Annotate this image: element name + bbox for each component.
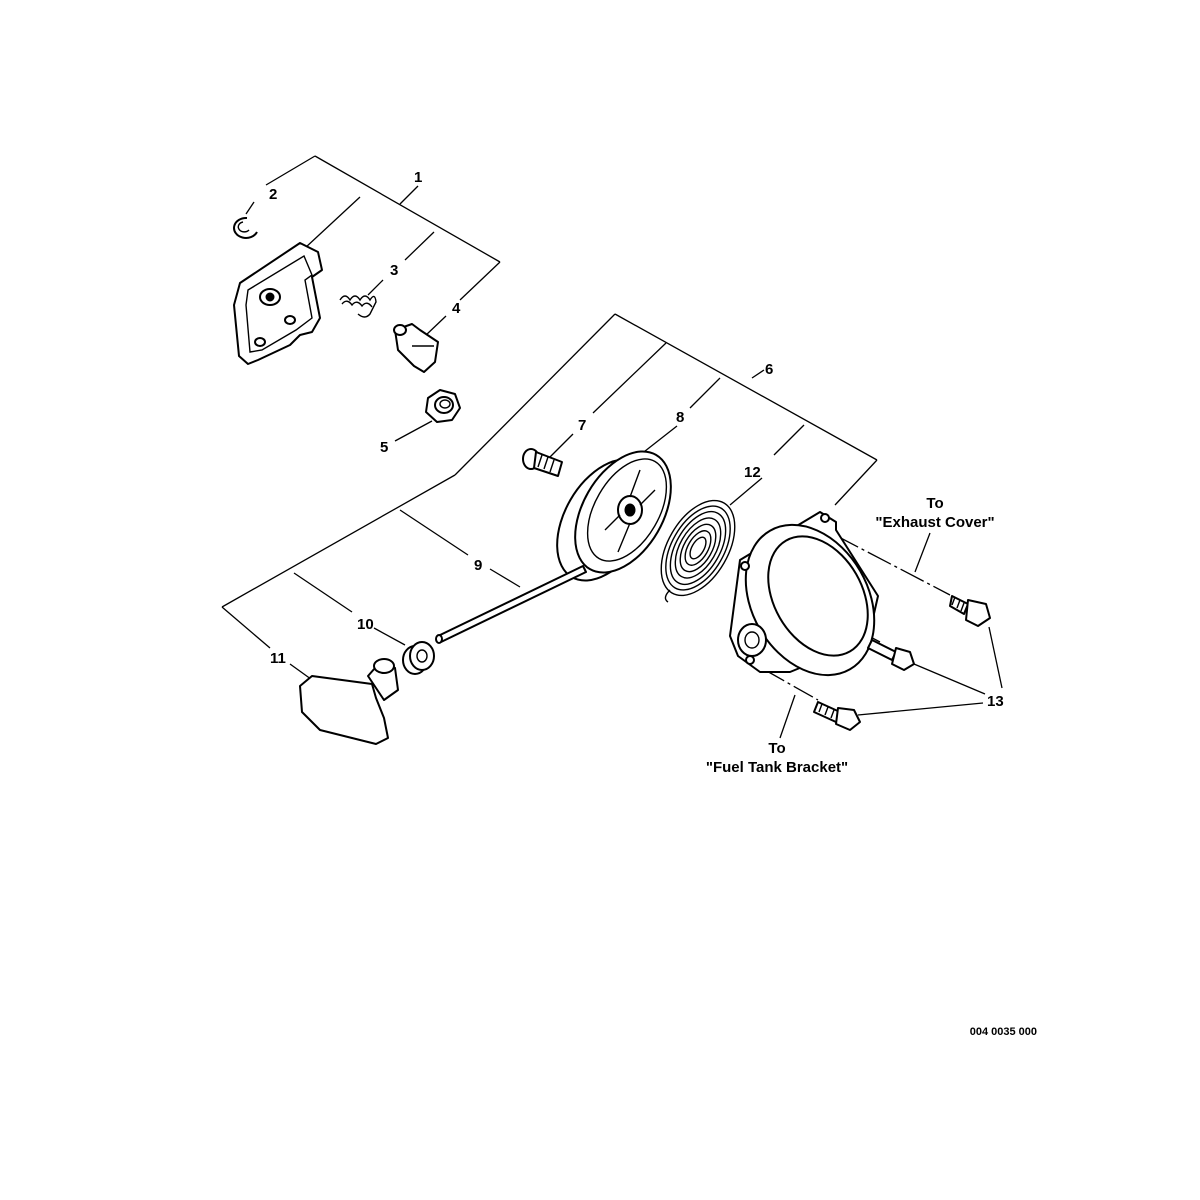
reference-labels: To "Exhaust Cover" To "Fuel Tank Bracket… (706, 495, 995, 776)
callout-6: 6 (765, 361, 773, 378)
drawing-code: 004 0035 000 (970, 1026, 1037, 1038)
callout-3: 3 (390, 262, 398, 279)
starter-handle-part (299, 658, 399, 745)
callout-11: 11 (270, 650, 286, 667)
callout-labels: 1 2 3 4 5 6 7 8 9 10 11 12 13 (269, 169, 1004, 710)
rope-part (435, 565, 587, 644)
grommet-part (402, 641, 435, 675)
pawl-part (393, 323, 439, 373)
fuel-tank-bracket-label: "Fuel Tank Bracket" (706, 759, 848, 776)
ratchet-plate-part (233, 242, 323, 365)
fuel-tank-bracket-to-label: To (768, 740, 785, 757)
callout-13: 13 (987, 693, 1004, 710)
screw-part (522, 448, 563, 477)
starter-housing-part (729, 511, 879, 677)
exhaust-cover-to-label: To (926, 495, 943, 512)
callout-5: 5 (380, 439, 388, 456)
callout-10: 10 (357, 616, 374, 633)
callout-7: 7 (578, 417, 586, 434)
leader-lines (221, 155, 1003, 739)
callout-2: 2 (269, 186, 277, 203)
reel-pulley-part (556, 450, 672, 582)
spiral-spring-part (660, 499, 736, 603)
bolt-upper-part (949, 595, 991, 627)
nut-part (425, 389, 461, 423)
spring-part (339, 295, 377, 318)
e-clip-part (233, 216, 258, 239)
bolt-middle-part (867, 639, 915, 671)
callout-8: 8 (676, 409, 684, 426)
exhaust-cover-label: "Exhaust Cover" (875, 514, 994, 531)
callout-4: 4 (452, 300, 461, 317)
callout-9: 9 (474, 557, 482, 574)
bolt-lower-part (813, 701, 861, 731)
callout-12: 12 (744, 464, 761, 481)
callout-1: 1 (414, 169, 422, 186)
